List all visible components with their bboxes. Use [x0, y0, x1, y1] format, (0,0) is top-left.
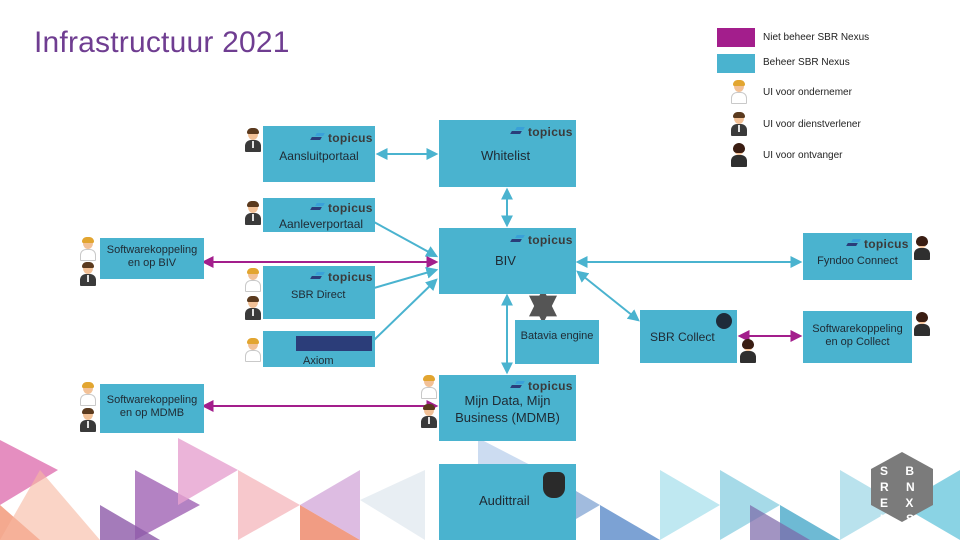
collect-logo-icon: [716, 313, 732, 329]
node-label: Softwarekoppeling en op MDMB: [106, 394, 198, 419]
topicus-logo: topicus: [511, 233, 573, 247]
topicus-logo: topicus: [511, 379, 573, 393]
node-sbr-collect[interactable]: SBR Collect: [640, 310, 737, 363]
entrepreneur-icon: [79, 382, 97, 406]
node-mijn-data-mijn-business[interactable]: topicus Mijn Data, Mijn Business (MDMB): [439, 375, 576, 441]
entrepreneur-icon: [420, 375, 438, 399]
node-label: Fyndoo Connect: [817, 255, 898, 267]
topicus-logo: topicus: [311, 201, 373, 215]
node-label: Softwarekoppeling en op Collect: [812, 323, 903, 348]
legend-label: Niet beheer SBR Nexus: [763, 32, 870, 43]
page-title: Infrastructuur 2021: [34, 26, 290, 59]
node-label: Whitelist: [481, 148, 531, 163]
receiver-icon: [739, 339, 757, 363]
topicus-logo: topicus: [511, 125, 573, 139]
service-provider-icon: [730, 112, 748, 136]
entrepreneur-icon: [730, 80, 748, 104]
node-label: SBR Collect: [650, 330, 715, 344]
node-batavia-engine[interactable]: Batavia engine: [515, 320, 599, 364]
receiver-icon: [730, 143, 748, 167]
node-label: Softwarekoppeling en op BIV: [106, 244, 198, 269]
node-whitelist[interactable]: topicus Whitelist: [439, 120, 576, 187]
service-provider-icon: [420, 404, 438, 428]
node-label: SBR Direct: [291, 289, 346, 301]
receiver-icon: [913, 312, 931, 336]
node-aansluitportaal[interactable]: topicus Aansluitportaal: [263, 126, 375, 182]
service-provider-icon: [244, 128, 262, 152]
service-provider-icon: [79, 262, 97, 286]
connector-direct-biv: [373, 266, 439, 289]
connector-axiom-biv: [373, 278, 438, 341]
sbr-nexus-logo: [871, 452, 933, 522]
legend-label: UI voor dienstverlener: [763, 119, 861, 130]
sbr-nexus-letters: S B R N E X U S ▸: [880, 464, 922, 542]
node-label: Aansluitportaal: [279, 149, 359, 163]
node-sbr-direct[interactable]: topicus SBR Direct: [263, 266, 375, 319]
service-provider-icon: [244, 201, 262, 225]
node-label: Axiom: [303, 355, 334, 367]
service-provider-icon: [79, 408, 97, 432]
node-biv[interactable]: topicus BIV: [439, 228, 576, 294]
topicus-logo: topicus: [847, 237, 909, 251]
legend-label: UI voor ondernemer: [763, 87, 852, 98]
legend-label: Beheer SBR Nexus: [763, 57, 850, 68]
node-label: Mijn Data, Mijn Business (MDMB): [455, 393, 560, 425]
entrepreneur-icon: [244, 268, 262, 292]
node-label: Aanleverportaal: [279, 217, 364, 231]
legend-swatch-cyan: [717, 54, 755, 73]
node-label: BIV: [495, 253, 516, 268]
node-fyndoo-connect[interactable]: topicus Fyndoo Connect: [803, 233, 912, 280]
node-label: Audittrail: [479, 493, 530, 508]
node-aanleverportaal[interactable]: topicus Aanleverportaal: [263, 198, 375, 232]
axiom-logo: [296, 336, 372, 351]
entrepreneur-icon: [244, 338, 262, 362]
topicus-logo: topicus: [311, 131, 373, 145]
node-softwarekoppeling-biv[interactable]: Softwarekoppeling en op BIV: [100, 238, 204, 279]
entrepreneur-icon: [79, 237, 97, 261]
node-softwarekoppeling-mdmb[interactable]: Softwarekoppeling en op MDMB: [100, 384, 204, 433]
node-softwarekoppeling-collect[interactable]: Softwarekoppeling en op Collect: [803, 311, 912, 363]
connector-aanlever-biv: [373, 221, 439, 258]
audittrail-logo-icon: [543, 472, 565, 498]
receiver-icon: [913, 236, 931, 260]
service-provider-icon: [244, 296, 262, 320]
node-audittrail[interactable]: Audittrail: [439, 464, 576, 540]
connector-biv-collect: [576, 270, 640, 322]
node-label: Batavia engine: [520, 330, 594, 342]
legend-label: UI voor ontvanger: [763, 150, 843, 161]
legend-swatch-magenta: [717, 28, 755, 47]
topicus-logo: topicus: [311, 270, 373, 284]
